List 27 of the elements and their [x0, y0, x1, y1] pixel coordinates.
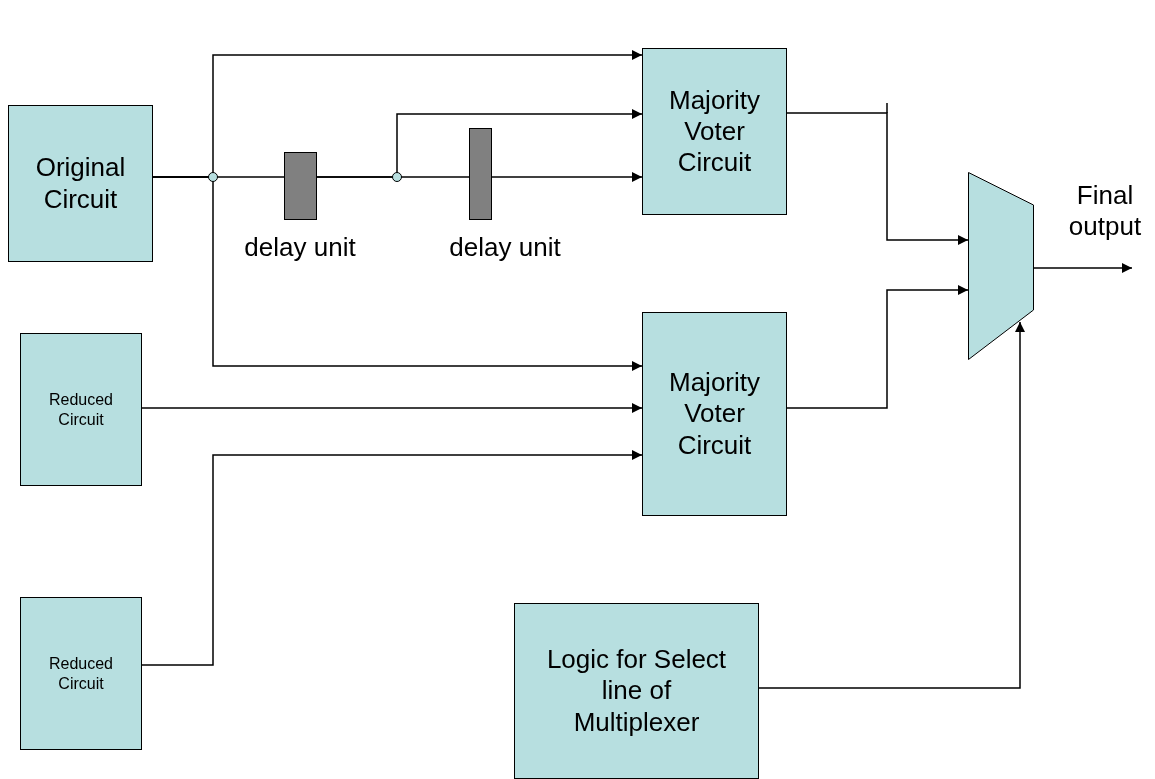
- delay-unit-block: [284, 152, 317, 220]
- connector-line: [316, 176, 470, 178]
- node-label: delay unit: [449, 232, 561, 263]
- block-label: Majority Voter Circuit: [668, 84, 761, 179]
- delay-unit-block: [469, 128, 492, 220]
- circuit-block: [514, 603, 759, 779]
- arrow: [491, 172, 643, 182]
- arrow: [786, 285, 969, 409]
- block-label: Reduced Circuit: [47, 654, 114, 693]
- block-label: Majority Voter Circuit: [668, 367, 761, 461]
- circuit-block: [20, 333, 142, 486]
- output-label: Final output: [1067, 180, 1143, 243]
- block-label: Original Circuit: [34, 152, 127, 215]
- arrow: [141, 450, 643, 666]
- node-label: delay unit: [244, 232, 356, 263]
- block-label: Logic for Select line of Multiplexer: [545, 644, 728, 738]
- circuit-block: [642, 312, 787, 516]
- arrow: [152, 176, 643, 371]
- arrow: [758, 321, 1025, 689]
- circuit-block: [642, 48, 787, 215]
- multiplexer-trapezoid: [968, 172, 1034, 360]
- circuit-block: [20, 597, 142, 750]
- arrow: [786, 112, 969, 245]
- block-label: Reduced Circuit: [47, 390, 114, 429]
- arrow: [1033, 263, 1133, 273]
- circuit-block: [8, 105, 153, 262]
- arrow: [141, 403, 643, 413]
